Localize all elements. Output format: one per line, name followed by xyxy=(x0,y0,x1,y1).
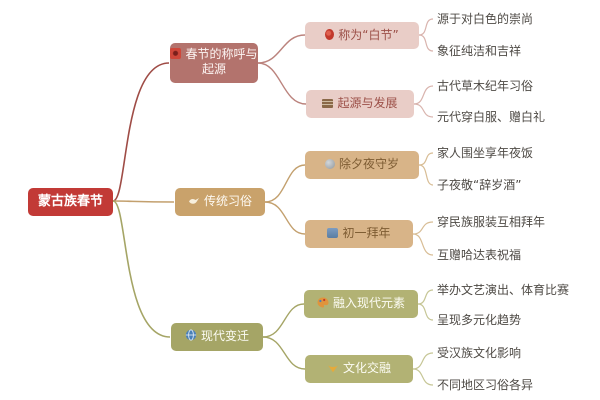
sub-label: 称为“白节” xyxy=(338,28,399,42)
firecracker-icon xyxy=(170,48,182,59)
sub-label: 初一拜年 xyxy=(342,226,391,240)
leaf-item[interactable]: 象征纯洁和吉祥 xyxy=(437,44,522,58)
lantern-icon xyxy=(325,29,335,40)
sub-node-white-festival[interactable]: 称为“白节” xyxy=(305,22,419,49)
globe-icon xyxy=(185,329,197,345)
branch-label: 传统习俗 xyxy=(203,194,252,208)
branch-label: 春节的称呼与起源 xyxy=(185,47,258,76)
root-node[interactable]: 蒙古族春节 xyxy=(28,188,113,216)
sub-node-cultural-fusion[interactable]: 文化交融 xyxy=(305,355,413,383)
leaf-item[interactable]: 互赠哈达表祝福 xyxy=(437,248,522,262)
sub-label: 文化交融 xyxy=(342,361,391,375)
leaf-item[interactable]: 子夜敬“辞岁酒” xyxy=(437,178,522,192)
leaf-item[interactable]: 古代草木纪年习俗 xyxy=(437,79,534,93)
leaf-item[interactable]: 家人围坐享年夜饭 xyxy=(437,146,534,160)
leaf-item[interactable]: 呈现多元化趋势 xyxy=(437,313,522,327)
sub-label: 融入现代元素 xyxy=(332,296,405,310)
sub-node-new-years-eve[interactable]: 除夕夜守岁 xyxy=(305,151,419,179)
leaf-item[interactable]: 不同地区习俗各异 xyxy=(437,378,534,392)
sub-label: 起源与发展 xyxy=(337,96,398,110)
branch-node-naming-origin[interactable]: 春节的称呼与起源 xyxy=(170,43,258,83)
sub-node-modern-elements[interactable]: 融入现代元素 xyxy=(304,290,418,318)
branch-node-traditions[interactable]: 传统习俗 xyxy=(175,188,265,216)
dove-icon xyxy=(188,195,200,210)
books-icon xyxy=(322,99,334,108)
sub-node-first-day-greetings[interactable]: 初一拜年 xyxy=(305,220,413,248)
palette-icon xyxy=(317,297,329,312)
clothes-icon xyxy=(327,228,339,238)
leaf-item[interactable]: 受汉族文化影响 xyxy=(437,346,522,360)
sub-node-origin-development[interactable]: 起源与发展 xyxy=(306,90,414,118)
leaf-item[interactable]: 举办文艺演出、体育比赛 xyxy=(437,283,570,297)
leaf-item[interactable]: 元代穿白服、赠白礼 xyxy=(437,110,546,124)
branch-node-modern-changes[interactable]: 现代变迁 xyxy=(171,323,263,351)
leaf-item[interactable]: 源于对白色的崇尚 xyxy=(437,12,534,26)
moon-icon xyxy=(324,159,335,169)
leaf-item[interactable]: 穿民族服装互相拜年 xyxy=(437,215,546,229)
merge-icon xyxy=(327,362,339,377)
branch-label: 现代变迁 xyxy=(200,329,249,343)
root-label: 蒙古族春节 xyxy=(37,194,103,209)
sub-label: 除夕夜守岁 xyxy=(338,157,399,171)
